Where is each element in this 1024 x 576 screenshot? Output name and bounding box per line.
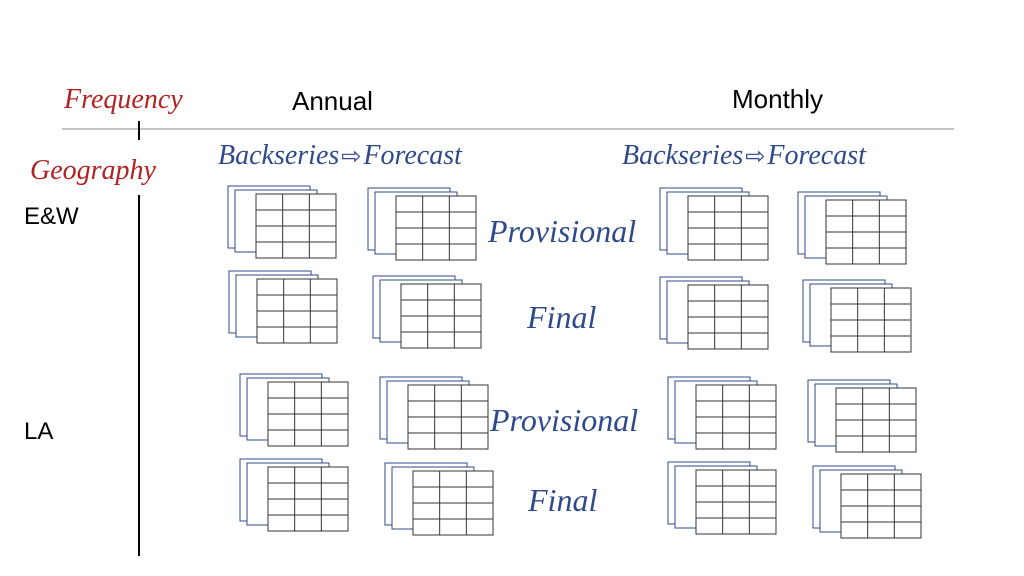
la-provisional-label: Provisional (490, 402, 639, 438)
backseries-label: Backseries (622, 140, 744, 171)
ew-final-label: Final (527, 299, 597, 335)
ew-label: E&W (24, 203, 79, 230)
annual-backseries-forecast: Backseries⇨Forecast (218, 140, 462, 172)
table-stack-icon (379, 376, 489, 450)
forecast-label: Forecast (363, 140, 462, 171)
geography-label: Geography (30, 155, 156, 186)
la-final-label: Final (528, 482, 598, 518)
table-stack-icon (812, 465, 922, 539)
right-arrow-icon: ⇨ (745, 144, 766, 170)
table-stack-icon (372, 275, 482, 349)
table-stack-icon (384, 462, 494, 536)
table-stack-icon (659, 187, 769, 261)
table-stack-icon (239, 373, 349, 447)
forecast-label: Forecast (767, 140, 866, 171)
table-stack-icon (807, 379, 917, 453)
annual-label: Annual (292, 86, 373, 116)
ew-provisional-label: Provisional (488, 213, 637, 249)
table-stack-icon (227, 185, 337, 259)
table-stack-icon (797, 191, 907, 265)
table-stack-icon (239, 458, 349, 532)
table-stack-icon (667, 461, 777, 535)
table-stack-icon (802, 279, 912, 353)
monthly-backseries-forecast: Backseries⇨Forecast (622, 140, 866, 172)
table-stack-icon (228, 270, 338, 344)
table-stack-icon (667, 376, 777, 450)
la-label: LA (24, 418, 54, 445)
table-stack-icon (367, 187, 477, 261)
monthly-label: Monthly (732, 84, 824, 114)
backseries-label: Backseries (218, 140, 340, 171)
table-stack-icon (659, 276, 769, 350)
right-arrow-icon: ⇨ (341, 144, 362, 170)
frequency-label: Frequency (64, 84, 183, 115)
